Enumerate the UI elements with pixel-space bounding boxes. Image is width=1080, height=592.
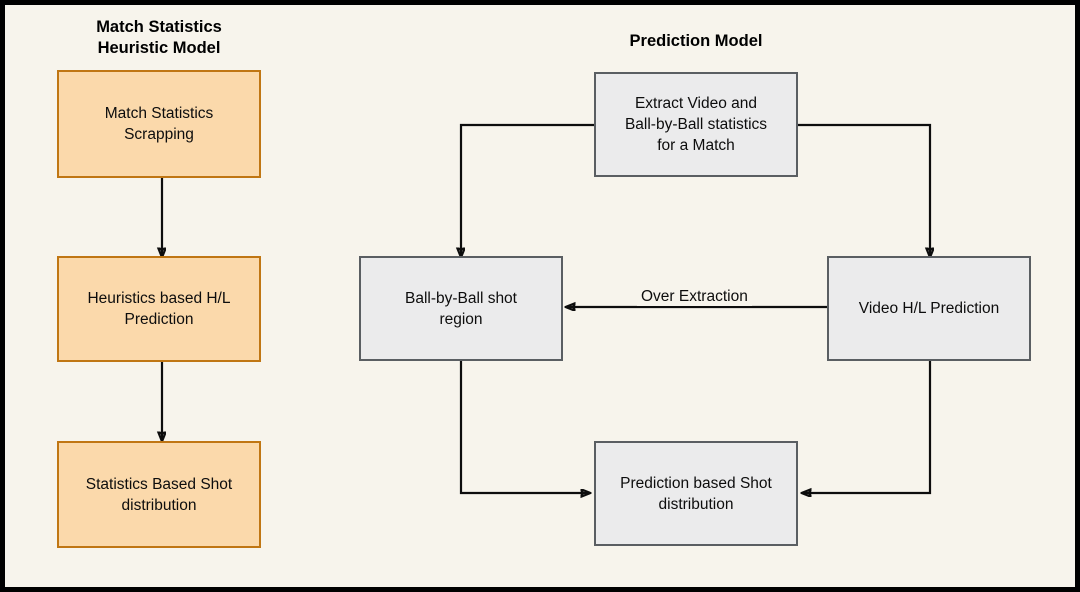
node-prediction-based-shot-distribution[interactable]: Prediction based Shot distribution bbox=[594, 441, 798, 546]
edge-label-over-extraction: Over Extraction bbox=[637, 288, 752, 306]
node-extract-video-and-ball-by-ball[interactable]: Extract Video and Ball-by-Ball statistic… bbox=[594, 72, 798, 177]
edge-video-hl-to-prediction-distribution bbox=[802, 360, 932, 493]
node-heuristics-based-prediction[interactable]: Heuristics based H/L Prediction bbox=[57, 256, 261, 362]
node-ball-by-ball-shot-region[interactable]: Ball-by-Ball shot region bbox=[359, 256, 563, 361]
edge-extract-to-video-hl bbox=[798, 123, 930, 257]
edge-extract-to-ball-by-ball bbox=[461, 123, 594, 257]
edge-ball-by-ball-to-prediction-distribution bbox=[459, 360, 590, 493]
node-match-statistics-scrapping[interactable]: Match Statistics Scrapping bbox=[57, 70, 261, 178]
node-video-hl-prediction[interactable]: Video H/L Prediction bbox=[827, 256, 1031, 361]
left-column-title: Match Statistics Heuristic Model bbox=[96, 18, 222, 57]
right-column-title: Prediction Model bbox=[629, 32, 763, 50]
node-statistics-based-shot-distribution[interactable]: Statistics Based Shot distribution bbox=[57, 441, 261, 548]
